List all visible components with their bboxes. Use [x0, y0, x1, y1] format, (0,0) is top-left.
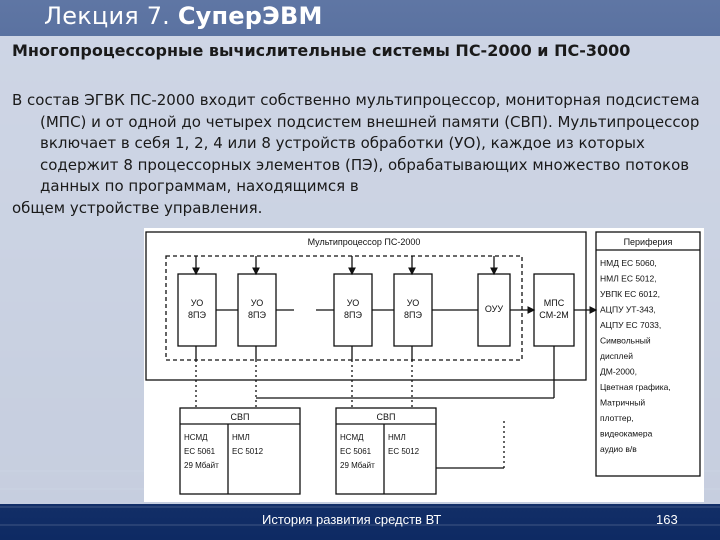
footer-text: История развития средств ВТ [262, 512, 442, 527]
periphery-item: АЦПУ УТ-343, [600, 305, 656, 315]
periphery-item: ДМ-2000, [600, 367, 637, 377]
svp2-left-1: НСМД [340, 433, 364, 442]
periphery-item: Матричный [600, 398, 645, 408]
title-prefix: Лекция 7. [44, 2, 171, 30]
slide-paragraph: В состав ЭГВК ПС-2000 входит собственно … [12, 90, 702, 219]
uo-sub-3: 8ПЭ [344, 310, 362, 320]
periphery-title: Периферия [624, 237, 673, 247]
svp1-right-2: ЕС 5012 [232, 447, 264, 456]
periphery-item: Цветная графика, [600, 382, 671, 392]
periphery-item: УВПК ЕС 6012, [600, 289, 660, 299]
multiprocessor-box [145, 231, 587, 381]
svp2-right-1: НМЛ [388, 433, 406, 442]
periphery-box [595, 231, 701, 477]
svp2-right-2: ЕС 5012 [388, 447, 420, 456]
slide-heading: Многопроцессорные вычислительные системы… [12, 41, 631, 60]
periphery-item: дисплей [600, 351, 633, 361]
svp-title-1: СВП [231, 412, 250, 422]
periphery-item: Символьный [600, 336, 651, 346]
block-diagram-svg: Мультипроцессор ПС-2000 УО 8ПЭ УО 8ПЭ УО… [145, 231, 701, 495]
mps-label: МПС [544, 298, 565, 308]
periphery-item: аудио в/в [600, 444, 637, 454]
title-bold: СуперЭВМ [177, 2, 323, 30]
svp2-left-2: ЕС 5061 [340, 447, 372, 456]
uo-label-3: УО [347, 298, 359, 308]
periphery-item: АЦПУ ЕС 7033, [600, 320, 661, 330]
svp2-left-3: 29 Мбайт [340, 461, 375, 470]
svp1-left-2: ЕС 5061 [184, 447, 216, 456]
uo-label-2: УО [251, 298, 263, 308]
uo-sub-4: 8ПЭ [404, 310, 422, 320]
page-number: 163 [656, 512, 678, 527]
ouu-label: ОУУ [485, 304, 504, 314]
slide-title: Лекция 7. СуперЭВМ [44, 2, 323, 30]
svp-title-2: СВП [377, 412, 396, 422]
periphery-list: НМД ЕС 5060, НМЛ ЕС 5012, УВПК ЕС 6012, АЦП… [600, 258, 671, 454]
svp1-right-1: НМЛ [232, 433, 250, 442]
periphery-item: плоттер, [600, 413, 634, 423]
svp-box-1 [179, 407, 301, 495]
block-diagram: Мультипроцессор ПС-2000 УО 8ПЭ УО 8ПЭ УО… [144, 228, 704, 502]
paragraph-indented: В состав ЭГВК ПС-2000 входит собственно … [12, 91, 700, 195]
mps-sub: СМ-2М [539, 310, 568, 320]
svp1-left-1: НСМД [184, 433, 208, 442]
periphery-item: НМЛ ЕС 5012, [600, 274, 657, 284]
svp-box-2 [335, 407, 437, 495]
uo-label-1: УО [191, 298, 203, 308]
svp1-left-3: 29 Мбайт [184, 461, 219, 470]
paragraph-last: общем устройстве управления. [12, 198, 263, 217]
uo-sub-1: 8ПЭ [188, 310, 206, 320]
periphery-item: НМД ЕС 5060, [600, 258, 657, 268]
uo-sub-2: 8ПЭ [248, 310, 266, 320]
periphery-item: видеокамера [600, 429, 653, 439]
multiprocessor-label: Мультипроцессор ПС-2000 [308, 237, 421, 247]
uo-label-4: УО [407, 298, 419, 308]
